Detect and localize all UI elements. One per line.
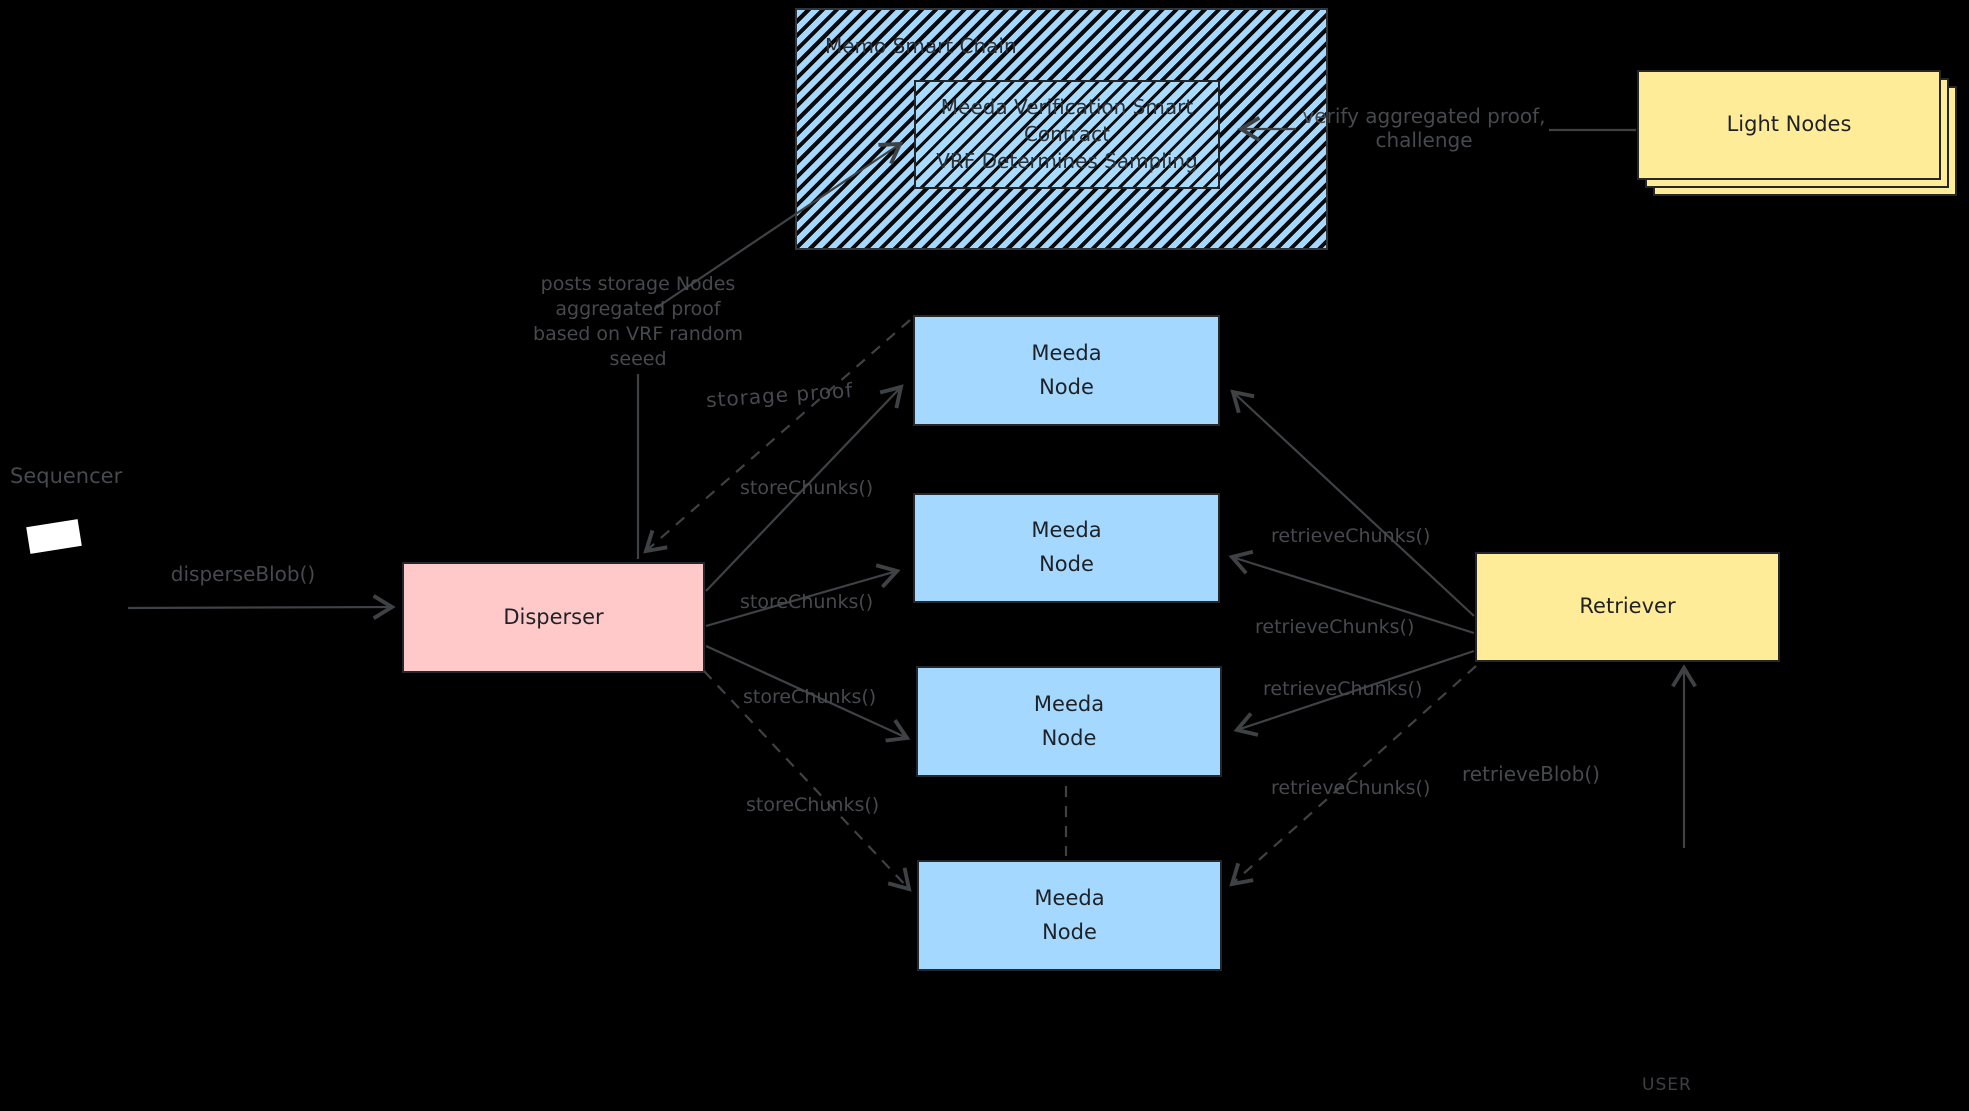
- sequencer-laptop-icon: [26, 519, 82, 554]
- meeda-node-2-box: Meeda Node: [913, 493, 1220, 603]
- disperse-blob-arrow: [127, 594, 396, 620]
- store-chunks-label-2: storeChunks(): [740, 591, 874, 613]
- verification-contract-label: Meeda Verification Smart Contract VRF De…: [936, 95, 1198, 173]
- light-nodes-label: Light Nodes: [1726, 112, 1852, 137]
- retriever-box: Retriever: [1475, 552, 1780, 662]
- meeda-node-3-box: Meeda Node: [916, 666, 1222, 777]
- retrieve-chunks-label-4: retrieveChunks(): [1271, 777, 1431, 799]
- meeda-node-3-label: Meeda Node: [1033, 691, 1105, 750]
- meeda-node-4-box: Meeda Node: [917, 860, 1222, 971]
- retrieve-chunks-label-1: retrieveChunks(): [1271, 525, 1431, 547]
- sequencer-label: Sequencer: [10, 464, 123, 488]
- retrieve-chunks-label-3: retrieveChunks(): [1263, 678, 1423, 700]
- store-chunks-label-3: storeChunks(): [743, 686, 877, 708]
- memo-smart-chain-title: Memo Smart Chain: [825, 34, 1017, 58]
- retrieve-blob-label: retrieveBlob(): [1462, 762, 1600, 786]
- disperser-label: Disperser: [503, 604, 604, 629]
- user-label: USER: [1642, 1075, 1692, 1095]
- verify-proof-label: verify aggregated proof, challenge: [1302, 104, 1546, 152]
- meeda-node-1-box: Meeda Node: [913, 315, 1220, 426]
- storage-proof-label: storage proof: [705, 377, 854, 413]
- disperse-blob-label: disperseBlob(): [170, 562, 316, 586]
- verification-contract-box: Meeda Verification Smart Contract VRF De…: [914, 80, 1220, 189]
- memo-smart-chain-box: Memo Smart Chain Meeda Verification Smar…: [795, 8, 1328, 250]
- posts-proof-label: posts storage Nodes aggregated proof bas…: [533, 273, 743, 370]
- meeda-node-4-label: Meeda Node: [1034, 885, 1105, 944]
- disperser-box: Disperser: [402, 562, 705, 673]
- retrieve-chunks-label-2: retrieveChunks(): [1255, 616, 1415, 638]
- store-chunks-label-4: storeChunks(): [746, 794, 880, 816]
- meeda-node-1-label: Meeda Node: [1031, 340, 1102, 399]
- store-chunks-label-1: storeChunks(): [740, 477, 874, 499]
- light-nodes-card: Light Nodes: [1637, 70, 1941, 180]
- retriever-label: Retriever: [1579, 594, 1676, 619]
- retrieve-chunks-arrow-1: [1230, 389, 1475, 617]
- meeda-node-2-label: Meeda Node: [1031, 518, 1102, 576]
